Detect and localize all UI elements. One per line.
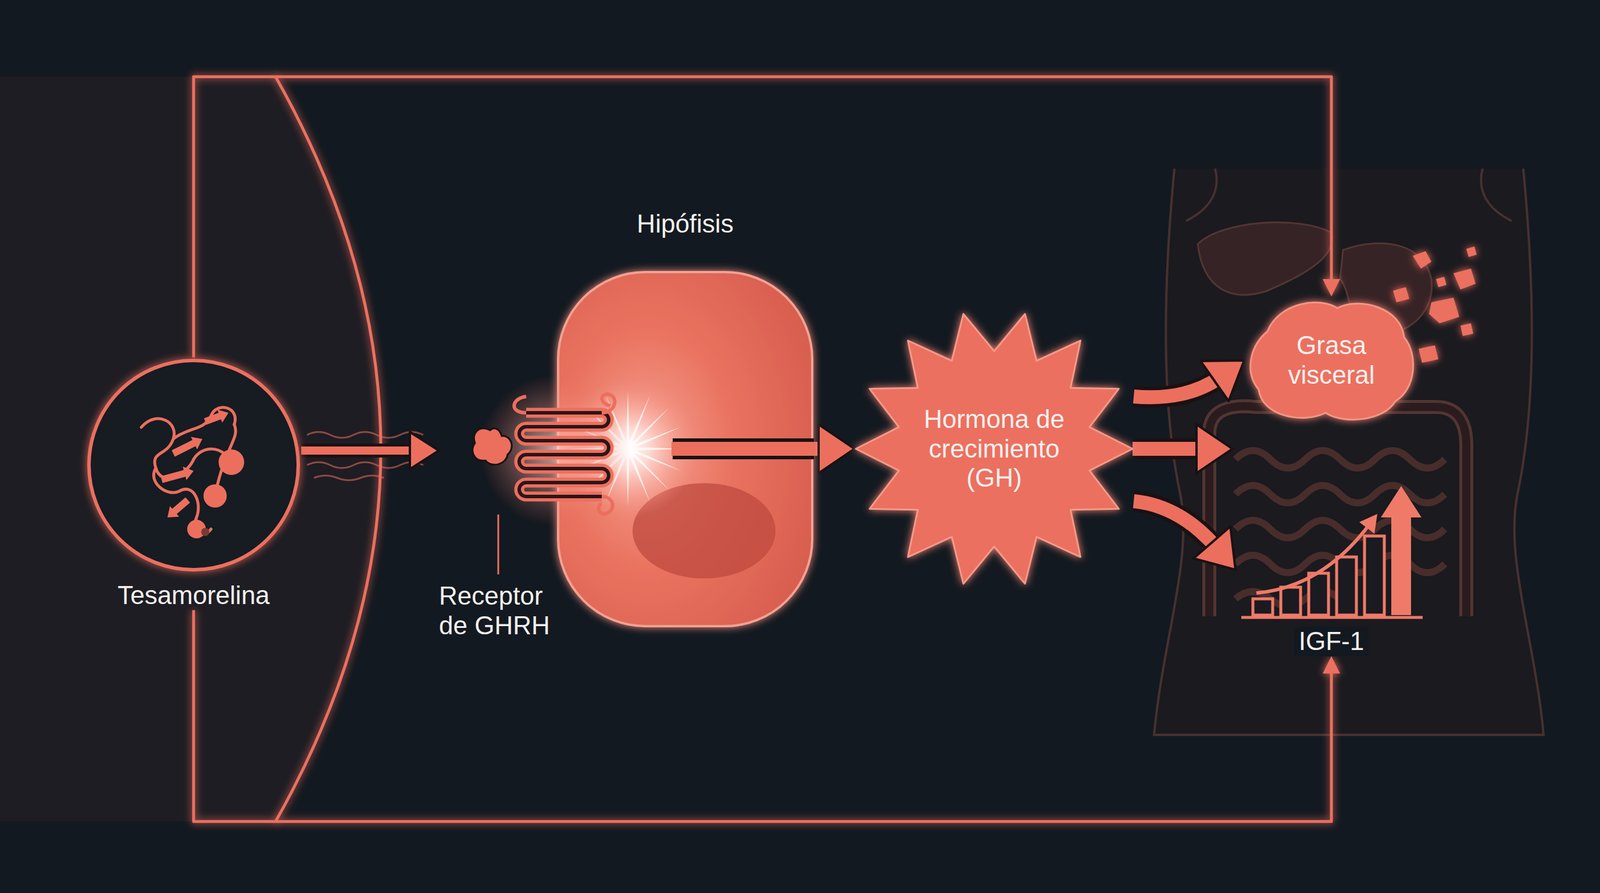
gh-to-body-arrow xyxy=(1132,424,1233,474)
arrow-outline xyxy=(1133,501,1217,548)
decor-path xyxy=(1480,168,1512,221)
decor-polygon xyxy=(1393,287,1410,303)
node-label: IGF-1 xyxy=(1294,626,1369,657)
decor-path xyxy=(313,475,384,481)
decor-polygon xyxy=(569,390,687,507)
decor-path xyxy=(1250,302,1414,420)
arrow-head xyxy=(409,431,439,470)
arrow-outline xyxy=(301,443,416,458)
receptor-icon-group: Receptor de GHRH xyxy=(438,389,631,641)
arrow-line xyxy=(301,446,416,455)
decor-g xyxy=(141,407,236,534)
decor-rect xyxy=(1308,573,1329,616)
arrow-head xyxy=(818,424,855,474)
decor-path xyxy=(671,441,816,456)
decor-polygon xyxy=(1412,251,1432,269)
decor-polygon xyxy=(167,497,191,518)
arrow-outline xyxy=(1133,377,1221,398)
decor-polygon xyxy=(1466,246,1477,257)
flow-arrow xyxy=(813,424,855,474)
decor-path xyxy=(1235,450,1445,469)
decor-polygon xyxy=(1460,323,1474,337)
decor-path xyxy=(519,412,609,497)
decor-path xyxy=(306,431,424,438)
arrow-line xyxy=(193,610,1332,822)
igf-chart-group: IGF-1 xyxy=(1235,482,1428,657)
decor-polygon xyxy=(855,313,1133,584)
decor-polygon xyxy=(171,436,203,457)
protein-circle: Tesamorelina xyxy=(86,357,302,611)
decor-polygon xyxy=(1418,345,1439,363)
arrow-head xyxy=(1200,360,1245,402)
decor-path xyxy=(1256,523,1371,594)
decor-polygon xyxy=(1359,513,1378,534)
decor-polygon xyxy=(1453,268,1476,290)
decor-path xyxy=(1235,520,1445,538)
decor-rect xyxy=(1364,536,1385,616)
decor-path xyxy=(1154,168,1544,735)
hormone-starburst: Hormona de crecimiento (GH) xyxy=(854,309,1134,589)
decor-path xyxy=(601,394,615,413)
decor-polygon xyxy=(160,466,194,484)
decor-path xyxy=(1132,441,1206,456)
decor-rect xyxy=(1280,587,1301,616)
decor-polygon xyxy=(204,409,229,425)
decor-rect xyxy=(1252,598,1273,616)
flow-arrow xyxy=(1133,501,1236,570)
decor-circle xyxy=(203,484,227,508)
igf-bar-chart xyxy=(1235,482,1428,625)
protein-circle-shape xyxy=(86,357,302,573)
decor-path xyxy=(497,514,500,575)
decor-polygon xyxy=(1380,486,1422,616)
node-label: Hipófisis xyxy=(556,209,814,239)
arrow-line xyxy=(1133,377,1221,398)
decor-path xyxy=(1197,222,1332,296)
node-label: Tesamorelina xyxy=(117,580,270,611)
node-label: Hormona de crecimiento (GH) xyxy=(915,404,1073,494)
flow-arrow xyxy=(1133,360,1245,402)
decor-path xyxy=(1186,168,1217,221)
decor-polygon xyxy=(1436,276,1447,288)
decor-circle xyxy=(88,360,299,570)
decor-rect xyxy=(1336,556,1357,616)
decor-circle xyxy=(218,449,245,475)
decor-path xyxy=(1235,485,1445,503)
decor-circle xyxy=(201,527,210,537)
decor-path xyxy=(306,462,424,469)
arrow-head xyxy=(1322,279,1341,297)
flow-arrow xyxy=(193,610,1341,822)
arrow-line xyxy=(1133,501,1217,548)
node-label: Grasa visceral xyxy=(1273,330,1390,390)
visceral-fat-blob: Grasa visceral xyxy=(1244,296,1419,425)
decor-path xyxy=(472,428,513,466)
flow-arrow xyxy=(301,431,439,470)
decor-path xyxy=(1209,406,1467,617)
decor-path xyxy=(519,412,609,497)
decor-polygon xyxy=(1429,297,1460,324)
receptor-icon xyxy=(438,389,631,576)
arrow-head xyxy=(1193,526,1236,570)
decor-path xyxy=(1241,616,1423,620)
node-label: Receptor de GHRH xyxy=(438,581,564,641)
decor-path xyxy=(173,407,236,439)
decor-path xyxy=(513,396,527,413)
decor-polygon xyxy=(1196,424,1233,474)
arrow-head xyxy=(1322,656,1341,674)
decor-path xyxy=(1209,406,1467,617)
torso-outline xyxy=(1154,168,1544,735)
